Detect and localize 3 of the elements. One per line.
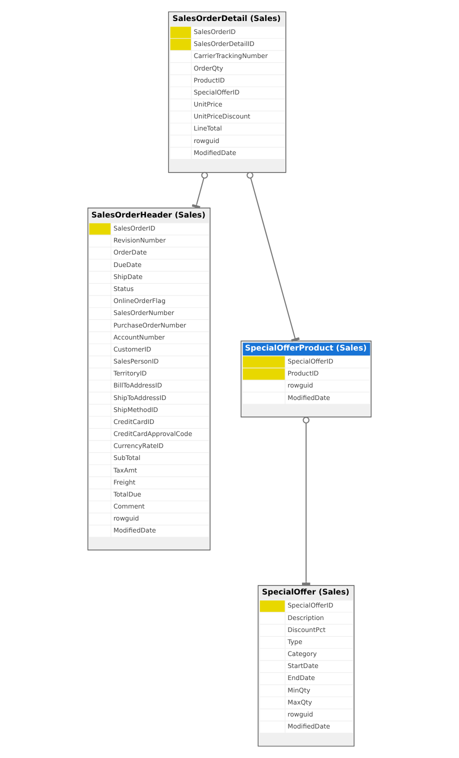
connector bbox=[302, 416, 310, 586]
connector bbox=[192, 172, 208, 209]
connector bbox=[246, 172, 300, 342]
